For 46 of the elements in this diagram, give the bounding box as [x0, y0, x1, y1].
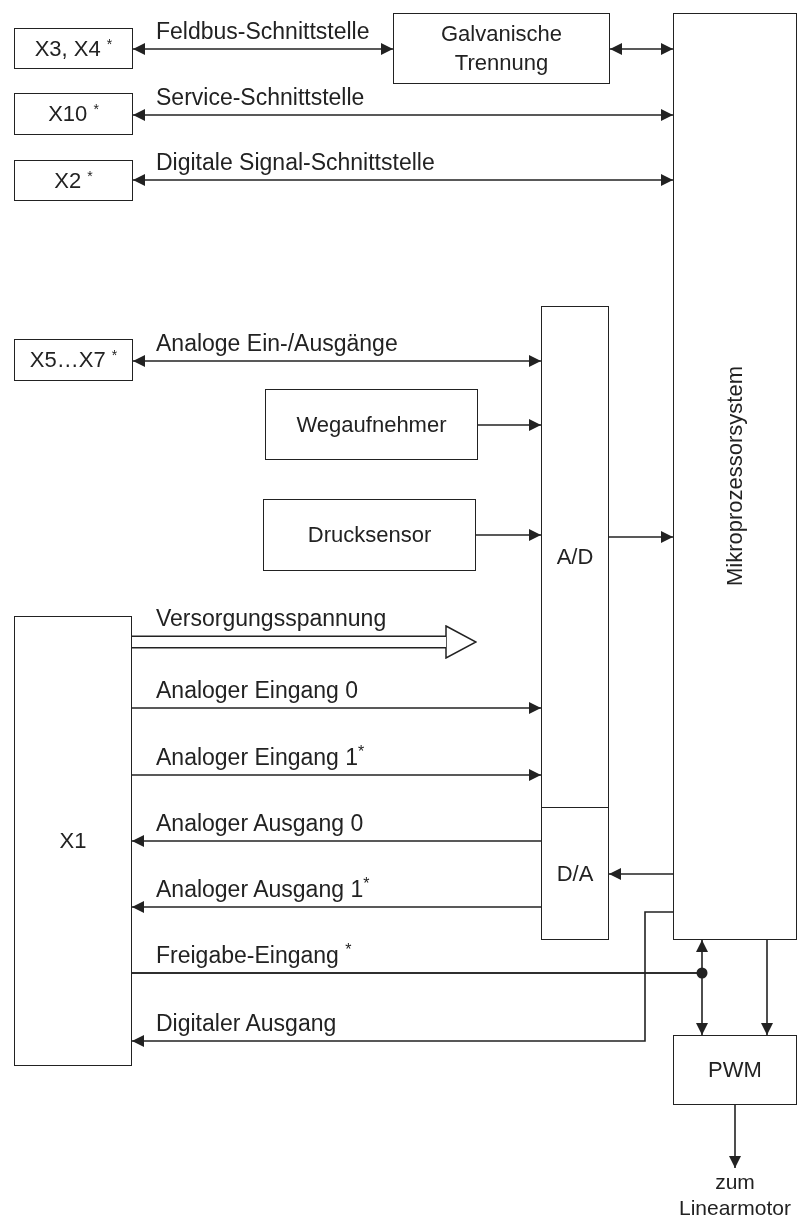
connector-box	[263, 499, 476, 571]
node-label: A/D	[556, 543, 594, 571]
connector-box	[14, 160, 133, 201]
arrow	[729, 1104, 741, 1169]
connector-box	[14, 339, 133, 381]
arrow	[132, 43, 394, 55]
arrow	[609, 43, 674, 55]
arrow	[477, 419, 542, 431]
node-label: Drucksensor	[307, 521, 432, 549]
connector-box	[541, 306, 609, 808]
connector-box	[673, 1035, 797, 1105]
connector-box	[541, 807, 609, 940]
arrow	[131, 702, 542, 714]
node-label: X10 $^{*}$	[48, 100, 99, 128]
hollow-arrow	[132, 625, 477, 659]
isolation-box	[393, 13, 610, 84]
arrow	[131, 972, 708, 1036]
arrow	[761, 939, 773, 1036]
arrow	[131, 911, 674, 1047]
node-label: X3, X4 $^{*}$	[34, 34, 113, 63]
node-label: D/A	[556, 859, 594, 888]
node-label: Galvanische Trennung	[439, 19, 564, 77]
edge-label: Analoger Ausgang 1$^{*}$	[155, 875, 371, 904]
arrow	[475, 529, 542, 541]
arrow	[131, 901, 542, 913]
arrow	[608, 868, 674, 880]
node-label: zum Linearmotor	[677, 1168, 793, 1221]
connector-box	[14, 28, 133, 69]
processor-box	[673, 13, 797, 940]
connector-box	[265, 389, 478, 460]
arrow	[132, 355, 542, 367]
arrow	[608, 531, 674, 543]
node-label: X1	[59, 827, 87, 855]
node-label: X5…X7 $^{*}$	[29, 346, 118, 374]
arrow	[131, 835, 542, 847]
node-label: PWM	[708, 1056, 762, 1084]
node-label: Mikroprozessorsystem	[721, 366, 749, 587]
connector-box	[14, 93, 133, 135]
arrow	[132, 174, 674, 186]
arrow	[132, 109, 674, 121]
node-label: Wegaufnehmer	[296, 410, 447, 439]
node-label: X2 $^{*}$	[54, 166, 93, 195]
arrow	[131, 769, 542, 781]
connector-box	[14, 616, 132, 1066]
edge-label: Freigabe-Eingang $^{*}$	[155, 941, 353, 970]
edge-label: Analoger Eingang 1$^{*}$	[155, 743, 366, 772]
